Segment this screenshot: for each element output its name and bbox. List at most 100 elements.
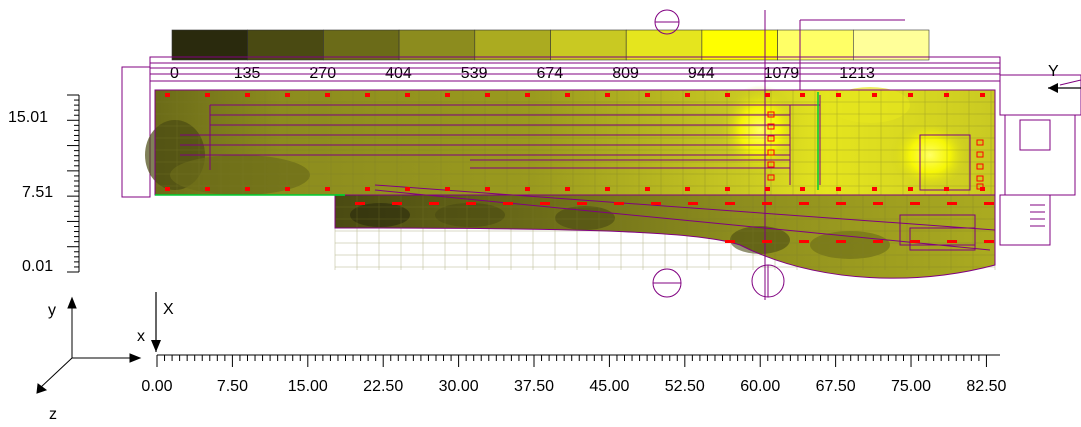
luminaire: [944, 93, 949, 97]
luminaire: [645, 93, 650, 97]
luminaire: [605, 187, 610, 191]
x-axis-ruler: [156, 354, 1000, 367]
legend-swatch: [247, 29, 324, 61]
legend-swatch: [852, 29, 930, 61]
top-track-structure: [121, 56, 1001, 198]
luminaire: [725, 202, 735, 205]
luminaire: [405, 93, 410, 97]
luminaire: [445, 93, 450, 97]
luminaire: [976, 183, 984, 190]
calculation-grid: [154, 89, 996, 270]
luminaire: [205, 93, 210, 97]
luminaire: [325, 187, 330, 191]
x-tick-label: 75.00: [891, 378, 931, 395]
coordinate-triad: [36, 296, 142, 394]
luminaire: [525, 187, 530, 191]
luminaire: [800, 93, 805, 97]
x-tick-label: 30.00: [439, 378, 479, 395]
luminaire: [908, 187, 913, 191]
luminaire: [688, 202, 698, 205]
luminaire: [685, 187, 690, 191]
luminaire: [767, 111, 775, 118]
upper-hall-illuminance: [145, 85, 995, 195]
luminaire: [799, 240, 809, 243]
luminaire: [645, 187, 650, 191]
y-direction-arrow: Y: [1048, 63, 1081, 93]
luminaire: [165, 187, 170, 191]
luminaire: [836, 240, 846, 243]
luminaire: [910, 202, 920, 205]
triad-y-label: y: [48, 302, 56, 319]
x-tick-label: 7.50: [217, 378, 248, 395]
lower-hall-illuminance: [335, 195, 995, 279]
luminaire: [614, 202, 624, 205]
luminaire: [767, 161, 775, 168]
luminaire: [873, 202, 883, 205]
luminaire: [767, 135, 775, 142]
luminaire: [799, 202, 809, 205]
legend-swatch: [625, 29, 703, 61]
luminaire: [765, 93, 770, 97]
legend-swatch: [323, 29, 400, 61]
luminaire: [836, 202, 846, 205]
luminaire: [767, 149, 775, 156]
luminaire: [466, 202, 476, 205]
luminaire: [976, 163, 984, 170]
y-tick-label: 15.01: [8, 109, 48, 126]
luminaire: [984, 202, 994, 205]
luminaire: [836, 187, 841, 191]
legend-swatch: [398, 29, 476, 61]
luminaire: [976, 139, 984, 146]
section-markers: [652, 9, 785, 298]
luminaire: [565, 187, 570, 191]
luminaire: [767, 123, 775, 130]
luminaire: [429, 202, 439, 205]
luminaire: [651, 202, 661, 205]
x-tick-label: 0.00: [141, 378, 172, 395]
luminaire: [525, 93, 530, 97]
luminaire: [767, 174, 775, 181]
luminaire: [485, 187, 490, 191]
adjacent-building-plan: [999, 74, 1081, 246]
luminaire: [725, 187, 730, 191]
legend-swatch: [474, 29, 551, 61]
legend-swatch: [777, 29, 854, 61]
x-tick-label: 22.50: [363, 378, 403, 395]
luminaire: [365, 93, 370, 97]
luminaire: [872, 93, 877, 97]
luminaire: [565, 93, 570, 97]
luminaire: [445, 187, 450, 191]
y-axis-labels: 15.01 7.51 0.01: [8, 109, 53, 275]
luminaire: [245, 187, 250, 191]
luminaire: [800, 187, 805, 191]
luminaire: [725, 240, 735, 243]
luminaire: [205, 187, 210, 191]
luminaire: [944, 187, 949, 191]
luminaire: [947, 240, 957, 243]
luminaire: [285, 93, 290, 97]
hall-outline: [154, 10, 996, 300]
luminaire: [245, 93, 250, 97]
x-direction-arrow: X: [151, 292, 174, 352]
luminaire: [285, 187, 290, 191]
luminaire: [984, 240, 994, 243]
luminaire: [976, 175, 984, 182]
luminaire: [325, 93, 330, 97]
x-arrow-label: X: [163, 301, 174, 318]
luminaire: [872, 187, 877, 191]
x-tick-label: 60.00: [740, 378, 780, 395]
luminaire: [762, 202, 772, 205]
luminaire: [685, 93, 690, 97]
luminaire-markers: [165, 93, 994, 243]
x-tick-label: 15.00: [288, 378, 328, 395]
legend-swatch: [171, 29, 248, 61]
luminaire: [947, 202, 957, 205]
x-tick-label: 82.50: [966, 378, 1006, 395]
luminaire: [725, 93, 730, 97]
luminaire: [908, 93, 913, 97]
y-arrow-label: Y: [1048, 63, 1059, 80]
luminaire: [762, 240, 772, 243]
luminaire: [980, 93, 985, 97]
